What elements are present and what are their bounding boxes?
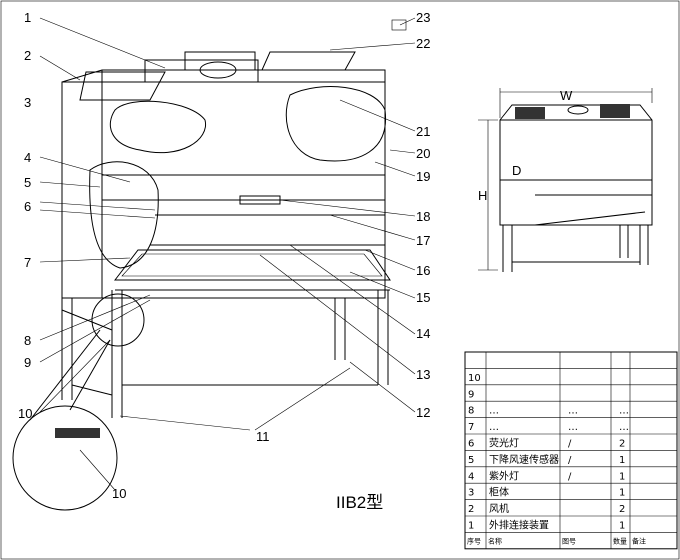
callout-10-detail: 10: [112, 486, 126, 501]
callout-3: 3: [24, 95, 31, 110]
callout-10: 10: [18, 406, 32, 421]
callout-19: 19: [416, 169, 430, 184]
table-cell: 1: [619, 521, 625, 532]
callout-18: 18: [416, 209, 430, 224]
table-cell: /: [568, 471, 572, 482]
table-cell: 1: [468, 521, 474, 532]
parts-table: 10 9 8 … … … 7 … … … 6 荧光灯 / 2 5 下降风速传感器 / 1 4 紫外灯 / 1 3 柜体 1 2 风机…: [464, 351, 678, 550]
callout-7: 7: [24, 255, 31, 270]
table-cell: 下降风速传感器: [489, 453, 559, 466]
table-cell: 荧光灯: [489, 437, 519, 450]
main-cabinet-view: [12, 51, 391, 511]
callout-2: 2: [24, 48, 31, 63]
table-cell: 2: [619, 439, 625, 450]
callout-12: 12: [416, 405, 430, 420]
table-cell: 10: [468, 373, 481, 384]
callout-23: 23: [416, 10, 430, 25]
callout-1: 1: [24, 10, 31, 25]
table-cell: 3: [468, 488, 474, 499]
table-header-cell: 名称: [488, 536, 502, 545]
callout-9: 9: [24, 355, 31, 370]
table-cell: …: [489, 422, 499, 433]
callout-16: 16: [416, 263, 430, 278]
model-title: IIB2型: [336, 493, 383, 512]
leader-lines: [39, 17, 416, 491]
table-header-cell: 序号: [467, 536, 481, 545]
table-cell: …: [619, 406, 629, 417]
callout-22: 22: [416, 36, 430, 51]
table-cell: /: [568, 455, 572, 466]
callout-13: 13: [416, 367, 430, 382]
table-cell: 6: [468, 439, 474, 450]
table-cell: 9: [468, 389, 474, 400]
callout-21: 21: [416, 124, 430, 139]
table-cell: 1: [619, 471, 625, 482]
table-cell: 8: [468, 406, 474, 417]
table-cell: …: [568, 406, 578, 417]
callout-17: 17: [416, 233, 430, 248]
callout-numbers: 1 2 3 4 5 6 7 8 9 10 10 11 12 13 14 15 1…: [18, 10, 430, 501]
table-cell: /: [568, 439, 572, 450]
height-label: H: [478, 188, 487, 203]
table-cell: …: [619, 422, 629, 433]
table-cell: 5: [468, 455, 474, 466]
callout-14: 14: [416, 326, 430, 341]
callout-4: 4: [24, 150, 31, 165]
callout-6: 6: [24, 199, 31, 214]
callout-8: 8: [24, 333, 31, 348]
table-cell: 外排连接装置: [489, 519, 549, 532]
table-cell: …: [489, 406, 499, 417]
table-header-cell: 图号: [562, 537, 576, 545]
callout-5: 5: [24, 175, 31, 190]
table-header-cell: 数量: [613, 536, 627, 545]
table-cell: 4: [468, 471, 474, 482]
callout-15: 15: [416, 290, 430, 305]
table-cell: 1: [619, 455, 625, 466]
table-cell: 7: [468, 422, 474, 433]
callout-20: 20: [416, 146, 430, 161]
table-cell: …: [568, 422, 578, 433]
table-header-cell: 备注: [632, 536, 646, 545]
table-cell: 2: [468, 504, 474, 515]
table-cell: 柜体: [489, 486, 509, 499]
table-cell: 2: [619, 504, 625, 515]
overview-iso-view: W H D: [478, 88, 653, 272]
depth-label: D: [512, 163, 521, 178]
width-label: W: [560, 88, 573, 103]
table-cell: 1: [619, 488, 625, 499]
table-cell: 风机: [489, 502, 509, 515]
table-cell: 紫外灯: [489, 470, 519, 482]
callout-11: 11: [256, 429, 270, 444]
